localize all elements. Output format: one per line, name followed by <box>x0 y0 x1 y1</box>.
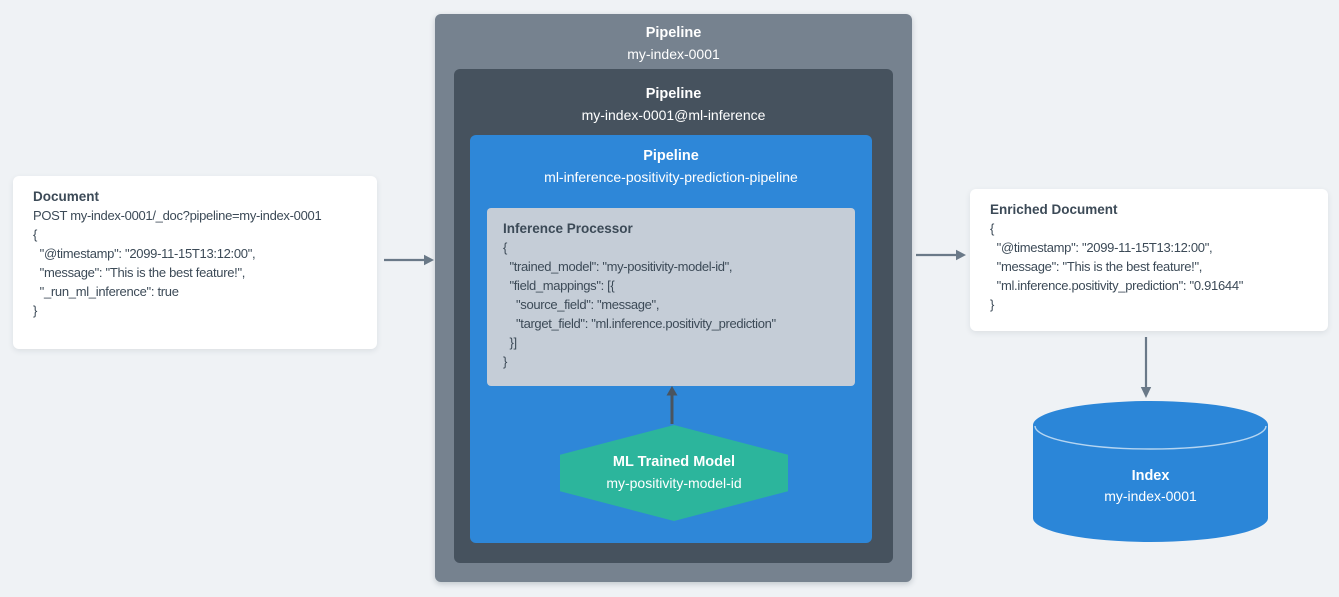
prediction-pipeline-label: Pipeline <box>643 148 699 164</box>
document-title: Document <box>33 189 100 204</box>
code-line: "source_field": "message", <box>503 297 660 312</box>
code-line: "_run_ml_inference": true <box>33 284 179 299</box>
pipeline-to-enriched-arrow-icon <box>916 248 966 262</box>
enriched-document-title: Enriched Document <box>990 202 1118 217</box>
code-line: "ml.inference.positivity_prediction": "0… <box>990 278 1244 293</box>
index-name: my-index-0001 <box>1104 488 1197 504</box>
index-cylinder: Index my-index-0001 <box>1033 401 1268 542</box>
model-to-processor-arrow-icon <box>665 386 679 424</box>
source-document-card: Document POST my-index-0001/_doc?pipelin… <box>13 176 377 349</box>
inference-processor-card: Inference Processor { "trained_model": "… <box>487 208 855 386</box>
code-line: "@timestamp": "2099-11-15T13:12:00", <box>990 240 1213 255</box>
document-code: POST my-index-0001/_doc?pipeline=my-inde… <box>33 206 359 320</box>
ml-inference-pipeline-name: my-index-0001@ml-inference <box>581 107 766 123</box>
code-line: { <box>33 227 38 242</box>
enriched-document-code: { "@timestamp": "2099-11-15T13:12:00", "… <box>990 219 1310 314</box>
prediction-pipeline-name: ml-inference-positivity-prediction-pipel… <box>544 169 798 185</box>
code-line: "message": "This is the best feature!", <box>33 265 246 280</box>
code-line: { <box>990 221 995 236</box>
ml-inference-pipeline-label: Pipeline <box>645 86 702 102</box>
ml-trained-model-name: my-positivity-model-id <box>606 475 742 491</box>
code-line: "@timestamp": "2099-11-15T13:12:00", <box>33 246 256 261</box>
code-line: "trained_model": "my-positivity-model-id… <box>503 259 733 274</box>
outer-pipeline-label: Pipeline <box>645 25 702 41</box>
code-line: } <box>503 354 507 369</box>
code-line: "field_mappings": [{ <box>503 278 615 293</box>
document-to-pipeline-arrow-icon <box>384 253 434 267</box>
ml-trained-model-title: ML Trained Model <box>612 454 736 470</box>
enriched-to-index-arrow-icon <box>1139 337 1153 398</box>
code-line: "message": "This is the best feature!", <box>990 259 1203 274</box>
index-title: Index <box>1132 468 1170 484</box>
code-line: } <box>33 303 38 318</box>
inference-processor-code: { "trained_model": "my-positivity-model-… <box>503 238 843 371</box>
code-line: } <box>990 297 995 312</box>
code-line: POST my-index-0001/_doc?pipeline=my-inde… <box>33 208 322 223</box>
code-line: }] <box>503 335 518 350</box>
code-line: { <box>503 240 507 255</box>
outer-pipeline-name: my-index-0001 <box>627 46 720 62</box>
code-line: "target_field": "ml.inference.positivity… <box>503 316 776 331</box>
enriched-document-card: Enriched Document { "@timestamp": "2099-… <box>970 189 1328 331</box>
inference-processor-title: Inference Processor <box>503 221 633 236</box>
